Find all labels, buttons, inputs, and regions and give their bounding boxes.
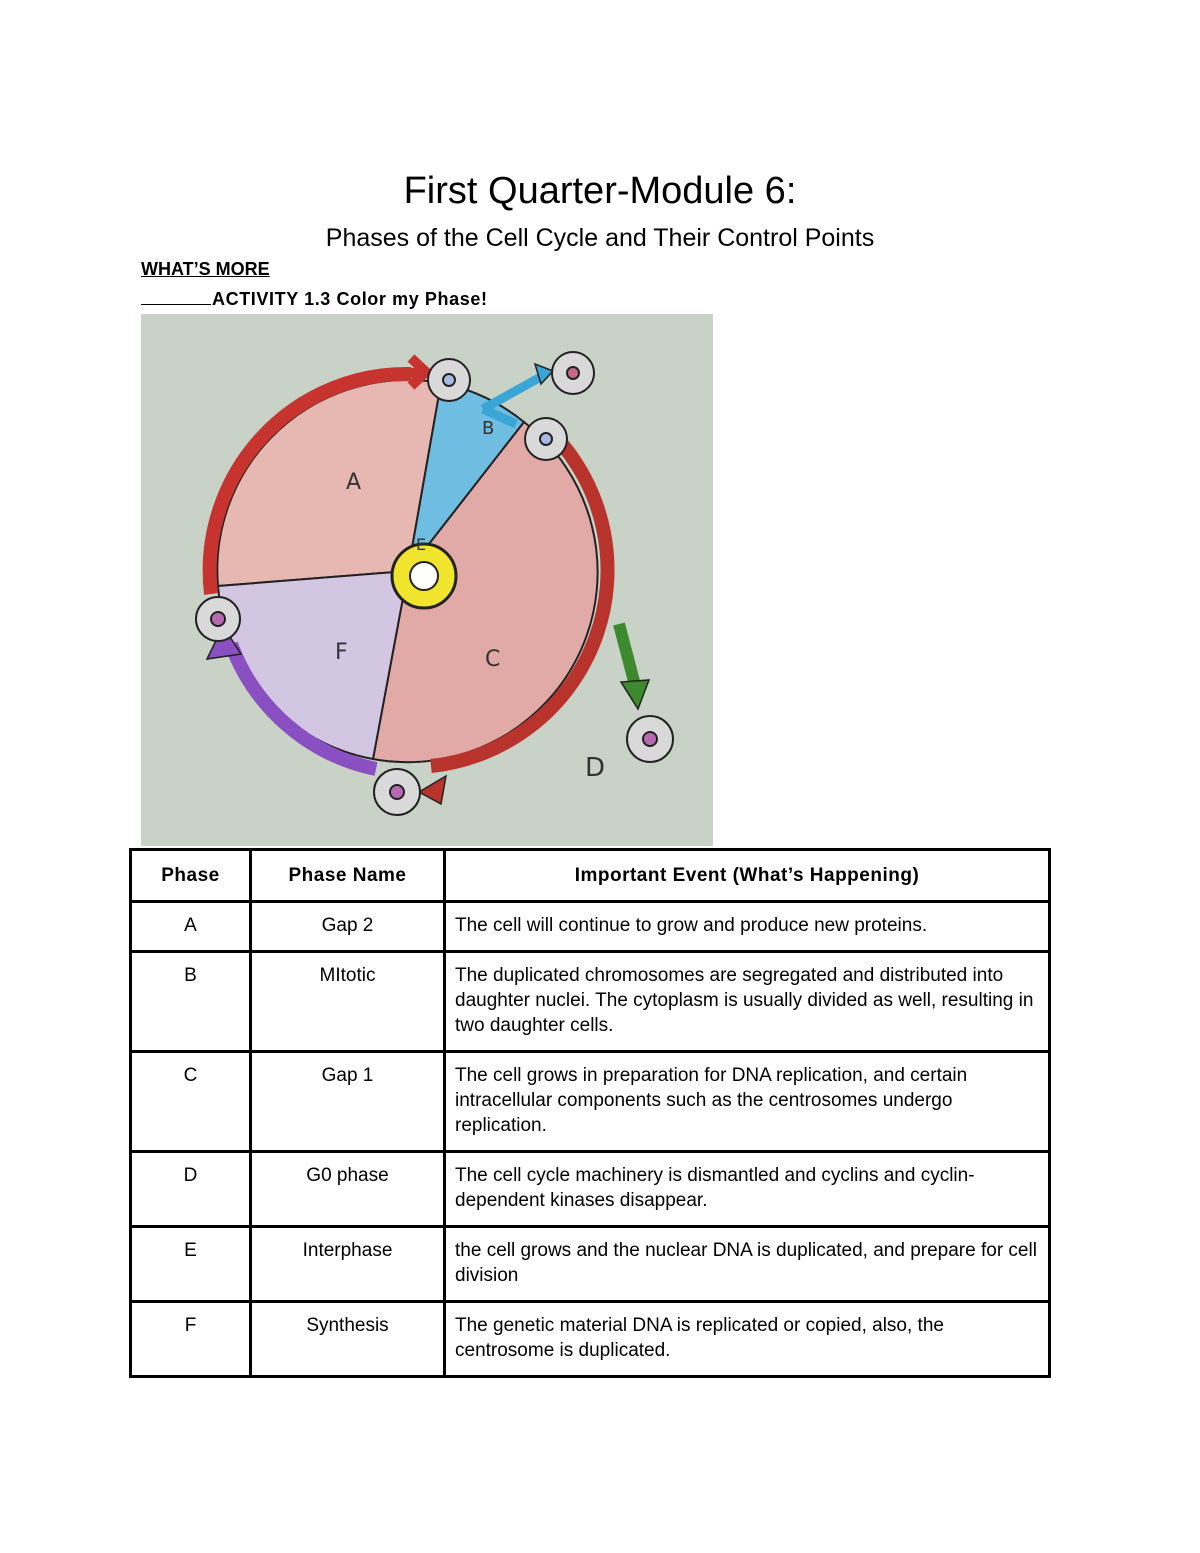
label-a: A xyxy=(346,470,361,495)
cell-phase-name: Gap 2 xyxy=(251,902,445,952)
table-header-row: Phase Phase Name Important Event (What’s… xyxy=(131,850,1050,902)
blank-line xyxy=(141,288,211,305)
cell-event: The cell will continue to grow and produ… xyxy=(445,902,1050,952)
cell-phase: C xyxy=(131,1052,251,1152)
header-important-event: Important Event (What’s Happening) xyxy=(445,850,1050,902)
label-f: F xyxy=(335,640,348,665)
cell-event: The cell grows in preparation for DNA re… xyxy=(445,1052,1050,1152)
cell-phase: B xyxy=(131,952,251,1052)
label-b: B xyxy=(482,418,494,439)
header-phase: Phase xyxy=(131,850,251,902)
table-row: E Interphase the cell grows and the nucl… xyxy=(131,1227,1050,1302)
phases-table: Phase Phase Name Important Event (What’s… xyxy=(129,848,1051,1378)
cell-phase-name: Gap 1 xyxy=(251,1052,445,1152)
cell-left xyxy=(196,597,240,641)
cell-phase: D xyxy=(131,1152,251,1227)
header-phase-name: Phase Name xyxy=(251,850,445,902)
section-heading: WHAT’S MORE xyxy=(141,259,270,280)
cell-event: The genetic material DNA is replicated o… xyxy=(445,1302,1050,1377)
cell-phase-name: MItotic xyxy=(251,952,445,1052)
cell-phase: E xyxy=(131,1227,251,1302)
cell-event: the cell grows and the nuclear DNA is du… xyxy=(445,1227,1050,1302)
activity-title: ACTIVITY 1.3 Color my Phase! xyxy=(212,289,488,309)
cell-phase: F xyxy=(131,1302,251,1377)
center-hole xyxy=(410,562,438,590)
table-row: F Synthesis The genetic material DNA is … xyxy=(131,1302,1050,1377)
cell-cycle-drawing: A B C D E F xyxy=(141,314,713,846)
cell-phase-name: Interphase xyxy=(251,1227,445,1302)
cell-phase-name: G0 phase xyxy=(251,1152,445,1227)
cell-phase: A xyxy=(131,902,251,952)
table-row: A Gap 2 The cell will continue to grow a… xyxy=(131,902,1050,952)
label-e: E xyxy=(416,535,426,554)
label-d: D xyxy=(585,753,605,783)
cell-right-upper xyxy=(525,418,567,460)
table-row: B MItotic The duplicated chromosomes are… xyxy=(131,952,1050,1052)
cell-phase-name: Synthesis xyxy=(251,1302,445,1377)
activity-heading: ACTIVITY 1.3 Color my Phase! xyxy=(141,288,488,310)
page-subtitle: Phases of the Cell Cycle and Their Contr… xyxy=(0,224,1200,253)
label-c: C xyxy=(485,647,500,672)
cell-top xyxy=(428,359,470,401)
cell-top-right xyxy=(552,352,594,394)
cell-right-lower xyxy=(627,716,673,762)
page-title: First Quarter-Module 6: xyxy=(0,170,1200,213)
cell-event: The cell cycle machinery is dismantled a… xyxy=(445,1152,1050,1227)
cell-event: The duplicated chromosomes are segregate… xyxy=(445,952,1050,1052)
cell-bottom xyxy=(374,769,420,815)
table-row: D G0 phase The cell cycle machinery is d… xyxy=(131,1152,1050,1227)
table-row: C Gap 1 The cell grows in preparation fo… xyxy=(131,1052,1050,1152)
